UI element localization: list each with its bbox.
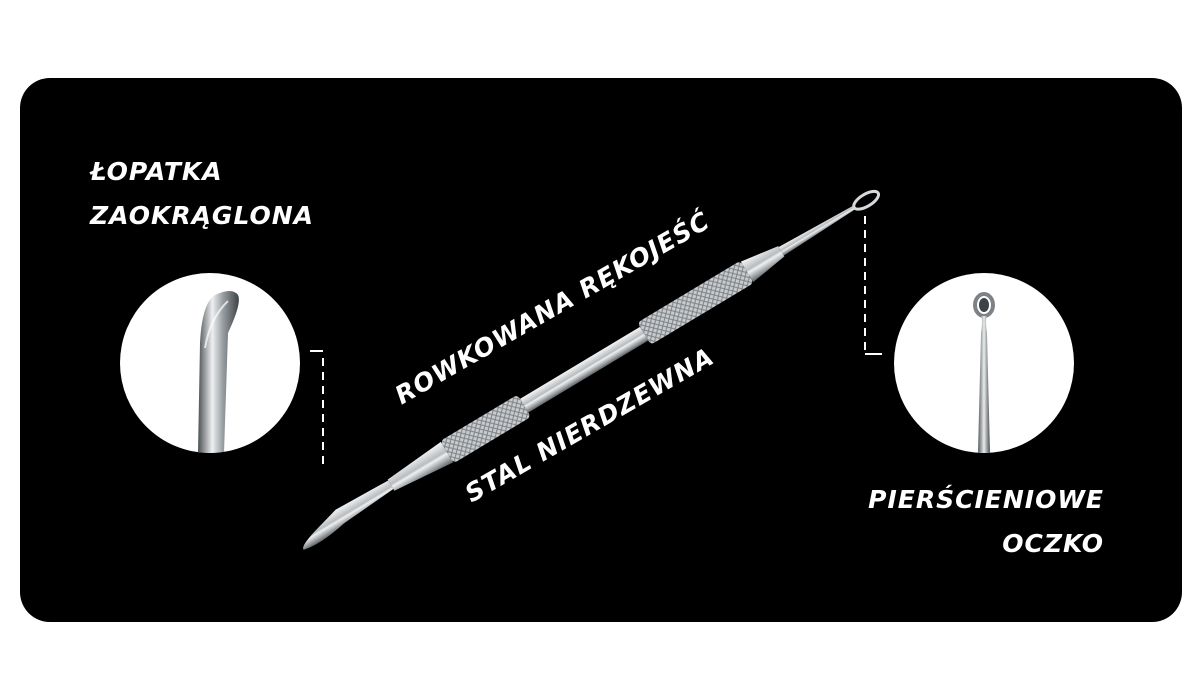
ring-tip-icon bbox=[973, 292, 995, 453]
product-panel: ŁOPATKA ZAOKRĄGLONA PIERŚCIENIOWE OCZKO … bbox=[20, 78, 1182, 622]
spatula-label: ŁOPATKA ZAOKRĄGLONA bbox=[90, 150, 314, 238]
tool-illustration bbox=[303, 189, 882, 550]
left-guide-line bbox=[310, 350, 324, 468]
spatula-detail-circle bbox=[120, 273, 300, 453]
ring-label-line2: OCZKO bbox=[1002, 529, 1104, 558]
spatula-label-line1: ŁOPATKA bbox=[90, 157, 223, 186]
spatula-tip-icon bbox=[198, 291, 239, 453]
steel-tool-icon bbox=[303, 189, 881, 550]
ring-label-line1: PIERŚCIENIOWE bbox=[868, 485, 1104, 514]
ring-label: PIERŚCIENIOWE OCZKO bbox=[868, 478, 1104, 566]
ring-detail-circle bbox=[894, 273, 1074, 453]
right-guide-line bbox=[864, 216, 882, 355]
spatula-label-line2: ZAOKRĄGLONA bbox=[90, 201, 315, 230]
